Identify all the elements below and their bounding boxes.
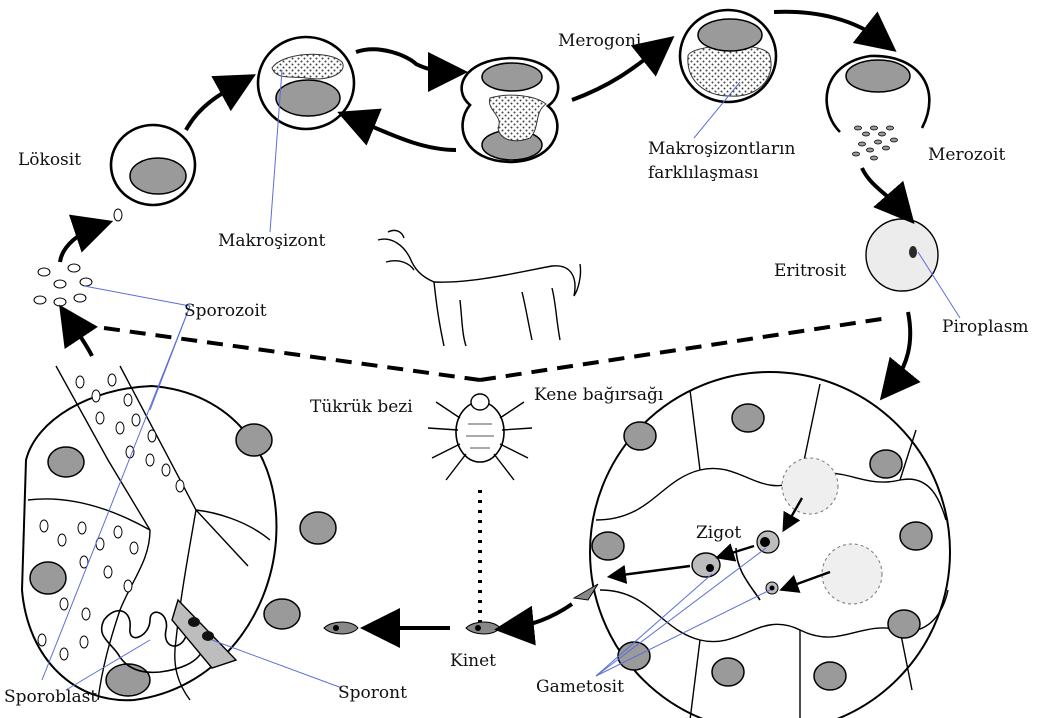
free-sporozoites [34,209,122,306]
macroschizont-cell [258,37,354,129]
kinete-left [324,622,358,634]
label-tukruk-bezi: Tükrük bezi [310,397,413,417]
label-piroplasm: Piroplasm [942,317,1029,337]
label-merozoit: Merozoit [928,145,1005,165]
label-lokosit: Lökosit [18,150,81,170]
label-sporoblast: Sporoblast [4,687,97,707]
label-sporozoit: Sporozoit [184,301,267,321]
salivary-gland [22,366,336,700]
cattle-outline [378,230,581,346]
differentiating-macroschizont-cell [680,10,776,102]
erythrocyte-cell [866,219,938,291]
label-kene-bagirsagi: Kene bağırsağı [534,385,664,405]
label-eritrosit: Eritrosit [774,261,846,281]
tick-illustration [428,394,532,480]
label-merogoni: Merogoni [558,31,642,51]
dividing-host-cell [462,58,559,162]
rupturing-cell [827,56,930,132]
dashed-line-left [104,328,480,380]
label-makrosizont-diff-1: Makroşizontların [648,139,795,159]
label-zigot: Zigot [696,523,741,543]
kinete-middle [466,622,500,634]
leukocyte-cell [111,125,195,205]
label-makrosizont: Makroşizont [218,231,326,251]
label-kinet: Kinet [450,651,496,671]
dashed-line-right [480,318,888,380]
merozoite-cluster [853,126,898,160]
label-sporont: Sporont [338,683,407,703]
label-gametosit: Gametosit [536,677,624,697]
tick-gut [574,372,950,718]
label-makrosizont-diff-2: farklılaşması [648,163,759,183]
